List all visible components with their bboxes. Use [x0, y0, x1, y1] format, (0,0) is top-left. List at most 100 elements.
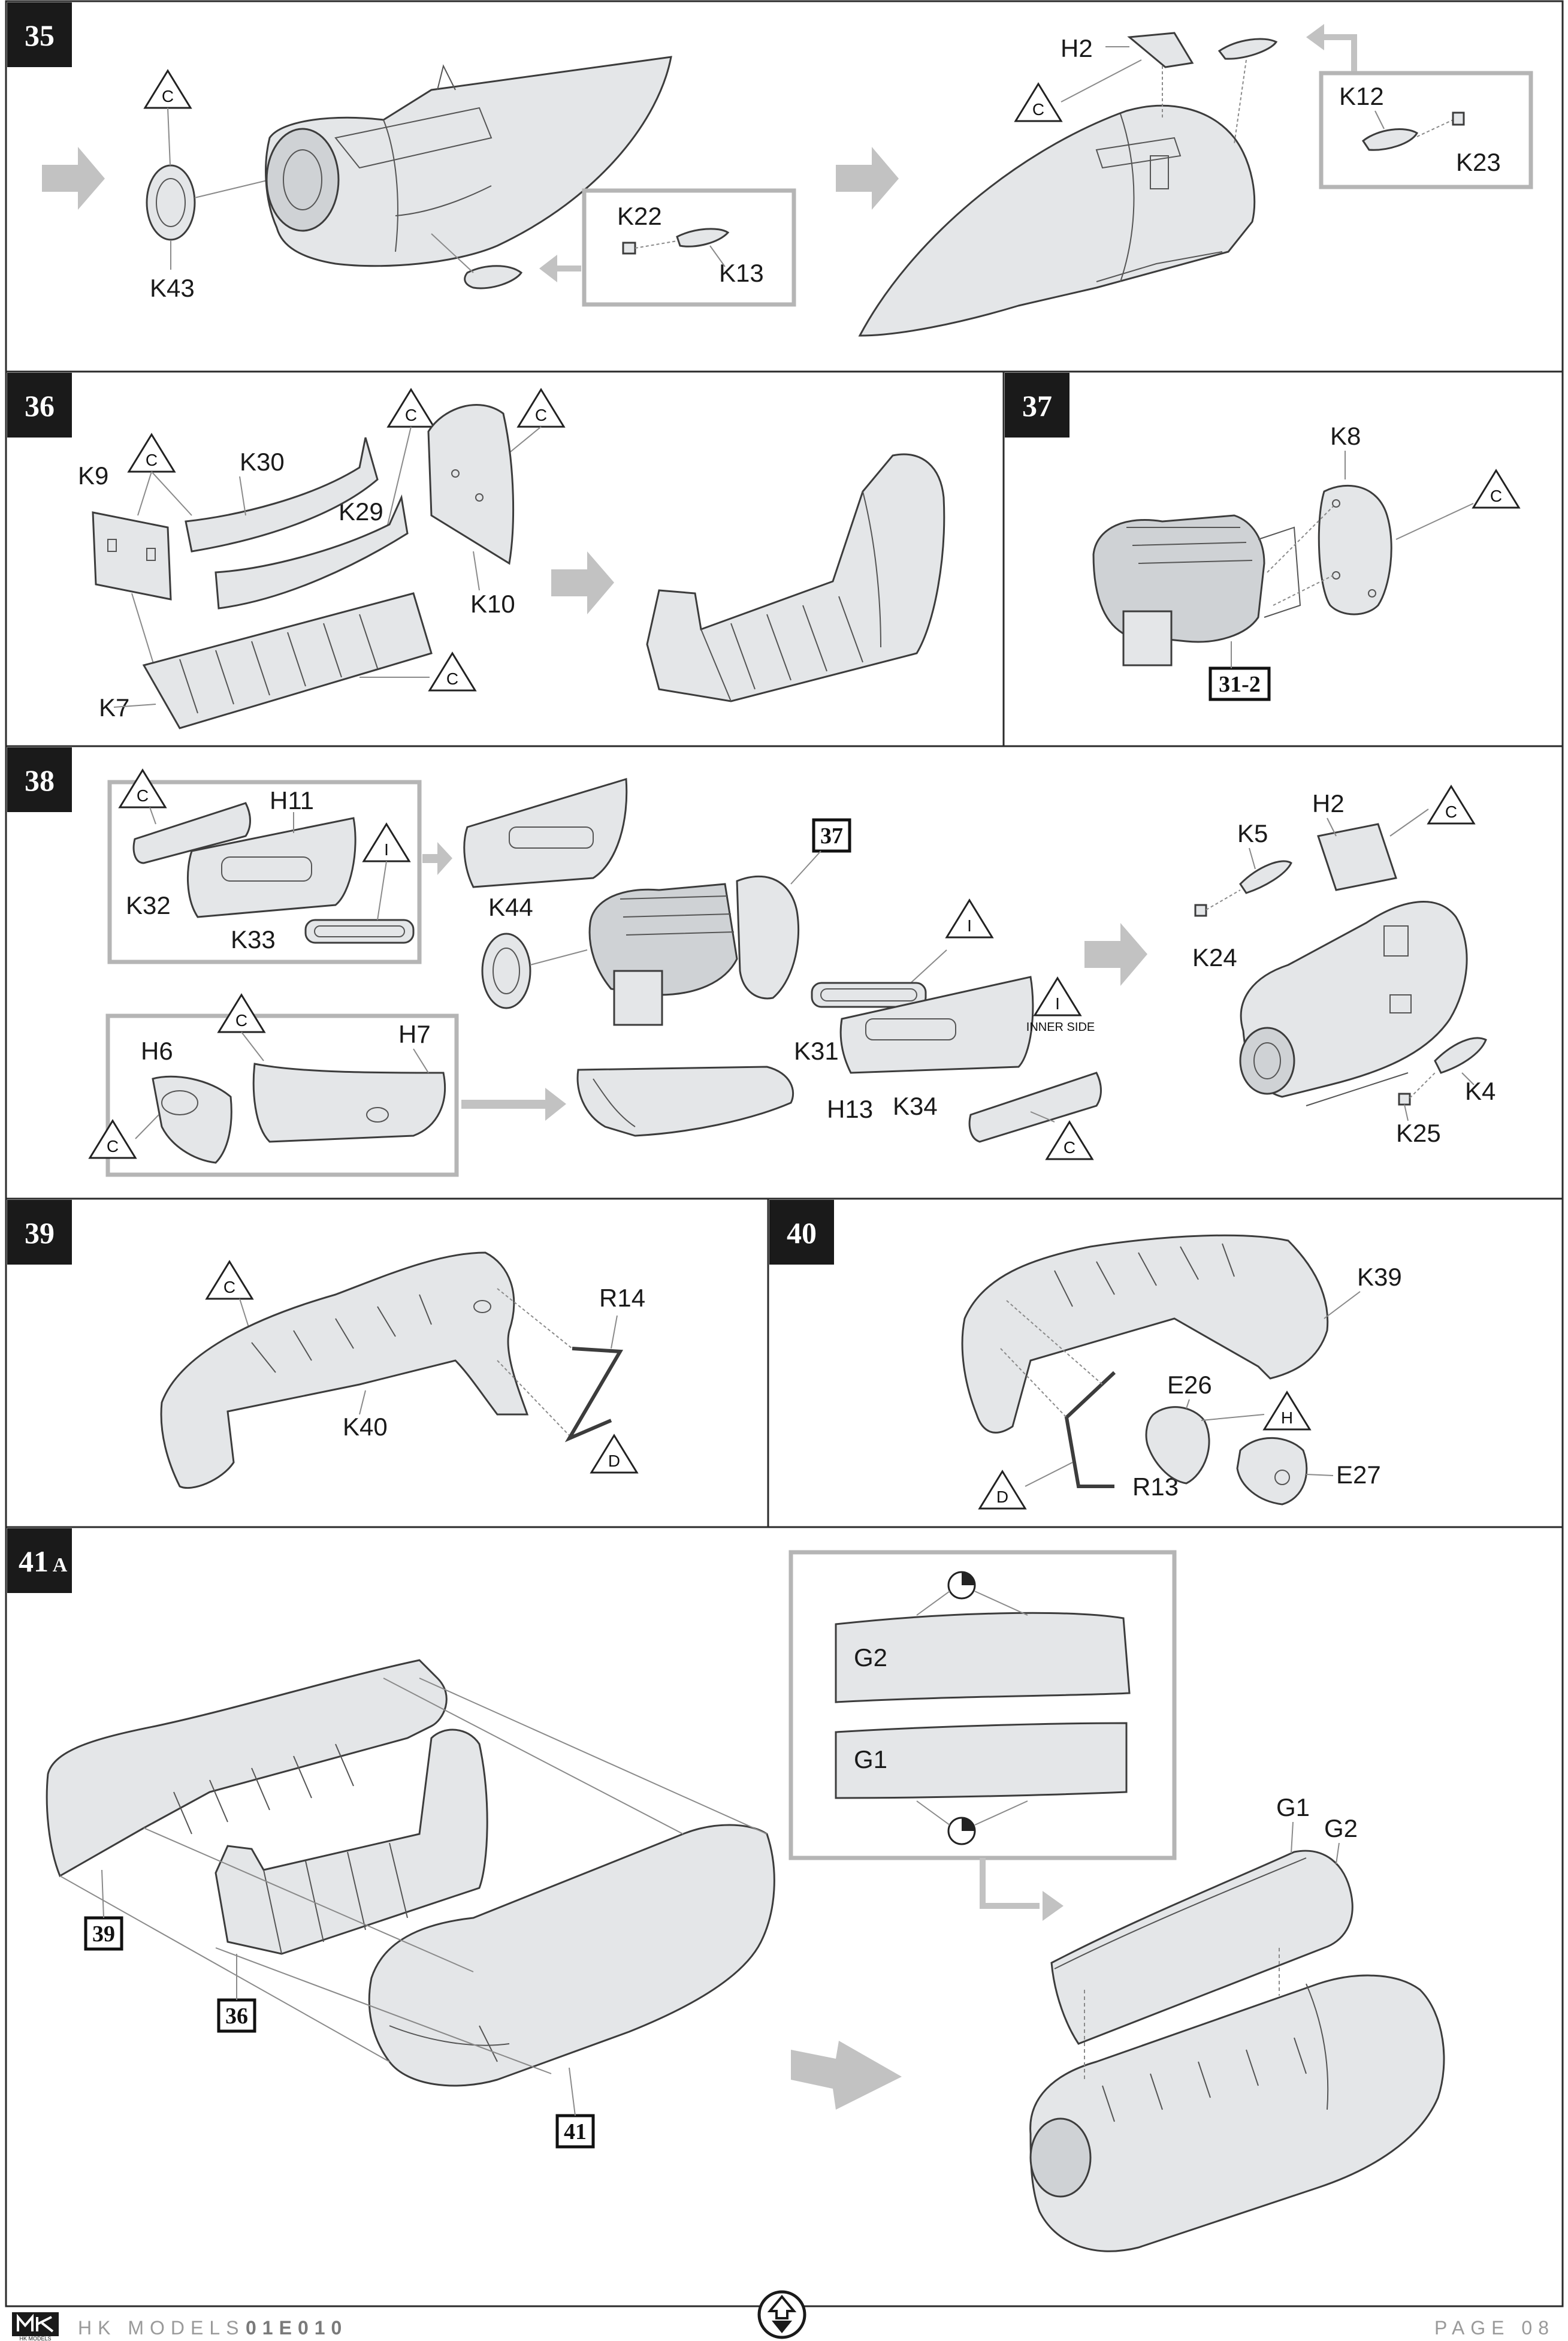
label-k32: K32 [126, 891, 171, 919]
part-h13-panel [839, 976, 1034, 1074]
part-fuselage-rear-view [265, 56, 672, 267]
label-h13: H13 [827, 1095, 873, 1123]
step-35-badge: 35 [7, 2, 72, 67]
part-k34-trough [968, 1072, 1102, 1143]
label-h11: H11 [270, 786, 314, 814]
svg-text:39: 39 [92, 1921, 115, 1947]
part-e26-cover [1145, 1399, 1210, 1485]
triangle-c-k32: C [118, 768, 167, 825]
svg-text:41: 41 [19, 1544, 49, 1578]
svg-text:C: C [1032, 100, 1044, 119]
svg-text:I: I [1055, 994, 1060, 1013]
step-39-badge: 39 [7, 1200, 72, 1265]
svg-text:D: D [608, 1452, 620, 1470]
label-g1-assembly: G1 [1276, 1793, 1310, 1821]
svg-text:C: C [1490, 487, 1502, 505]
part-k43-spinner-disc [146, 164, 270, 241]
ref-box-41: 41 [555, 2067, 595, 2149]
part-r13-rod [1000, 1300, 1116, 1488]
label-h7: H7 [398, 1020, 431, 1048]
label-k24: K24 [1192, 943, 1237, 972]
ref-box-31-2: 31-2 [1209, 641, 1271, 701]
label-k43: K43 [150, 274, 195, 302]
label-k13: K13 [719, 259, 764, 287]
part-k5-exhaust [1194, 847, 1292, 917]
triangle-c-k8: C [1395, 469, 1521, 540]
part-exhaust-stack [431, 233, 523, 289]
part-h7-panel [252, 1048, 446, 1143]
svg-text:38: 38 [25, 764, 55, 797]
svg-text:41: 41 [564, 2119, 587, 2144]
svg-text:C: C [162, 87, 174, 105]
label-k22: K22 [617, 202, 662, 230]
part-k9-side-panel [92, 511, 172, 672]
svg-text:36: 36 [225, 2004, 248, 2029]
arrow-step-38b [461, 1088, 566, 1121]
part-fuselage-side-panel-38 [463, 778, 628, 888]
label-k39: K39 [1357, 1263, 1402, 1291]
step-37-badge: 37 [1005, 373, 1069, 438]
part-fuselage-right-half-41 [368, 1824, 775, 2087]
part-k8-firewall [1267, 484, 1392, 616]
part-k7-floor [113, 592, 433, 729]
part-lower-nose-38 [576, 1066, 794, 1137]
part-fuselage-assembled-41a [1029, 1948, 1445, 2252]
label-k12: K12 [1339, 82, 1384, 110]
triangle-d-r13: D [978, 1462, 1073, 1510]
triangle-c-k34: C [1030, 1111, 1094, 1160]
svg-text:C: C [107, 1137, 119, 1156]
arrow-step-38a [422, 842, 452, 875]
triangle-c-k29: C [383, 388, 436, 543]
triangle-c-k40: C [205, 1260, 254, 1337]
part-h2-fairing-38 [1317, 817, 1397, 891]
part-cockpit-tub-41 [214, 1728, 488, 1955]
triangle-c-k43: C [143, 69, 192, 166]
part-exhaust-top [1217, 38, 1278, 144]
step-41a-badge: 41 A [7, 1528, 72, 1593]
part-k12-k23-assembly [1361, 110, 1465, 151]
arrow-left-35a [539, 255, 581, 282]
svg-text:I: I [384, 840, 389, 859]
step-37-frame [1002, 370, 1564, 747]
part-g1-g2-panels-curved [1050, 1821, 1354, 2045]
clear-part-icon-top [916, 1571, 1028, 1616]
label-k31: K31 [794, 1037, 839, 1065]
arrow-step-38c [1084, 923, 1147, 986]
svg-text:C: C [235, 1011, 247, 1030]
svg-text:40: 40 [787, 1216, 817, 1250]
arrow-step-36 [551, 551, 614, 614]
arrow-step-41a-box [980, 1858, 1064, 1921]
triangle-c-h6-low: C [88, 1114, 159, 1159]
part-h6-intake [152, 1075, 232, 1164]
arrow-step-35-mid [836, 147, 899, 210]
page-turn-icon [757, 2290, 806, 2339]
arrow-step-41a [791, 2041, 902, 2110]
assembled-cockpit-tub [646, 453, 945, 702]
label-k33: K33 [231, 925, 276, 954]
svg-text:C: C [446, 669, 458, 688]
svg-text:HK MODELS: HK MODELS [19, 2336, 51, 2341]
ref-box-39: 39 [84, 1869, 123, 1951]
svg-text:C: C [146, 451, 158, 469]
footer-page: PAGE 08 [1434, 2317, 1555, 2339]
svg-text:C: C [137, 786, 149, 805]
svg-text:D: D [996, 1488, 1008, 1506]
triangle-c-h6: C [217, 993, 266, 1061]
svg-text:C: C [535, 406, 547, 424]
label-g2-assembly: G2 [1324, 1814, 1358, 1842]
label-h2-38: H2 [1312, 789, 1345, 817]
part-k10-bulkhead [427, 404, 515, 591]
ref-box-37: 37 [790, 818, 851, 885]
part-k31-insert [811, 982, 927, 1008]
step-38-badge: 38 [7, 747, 72, 812]
svg-text:I: I [967, 916, 972, 935]
part-k32-trough [132, 802, 251, 864]
part-engine-assembly-38 [588, 875, 800, 1026]
label-k30: K30 [240, 448, 285, 476]
part-k39-fuselage-half [961, 1234, 1329, 1434]
svg-text:H: H [1281, 1408, 1293, 1427]
part-k44-disc [481, 933, 588, 1009]
step-41a-detail-box [788, 1550, 1177, 1860]
triangle-i-k31: I [910, 898, 994, 984]
